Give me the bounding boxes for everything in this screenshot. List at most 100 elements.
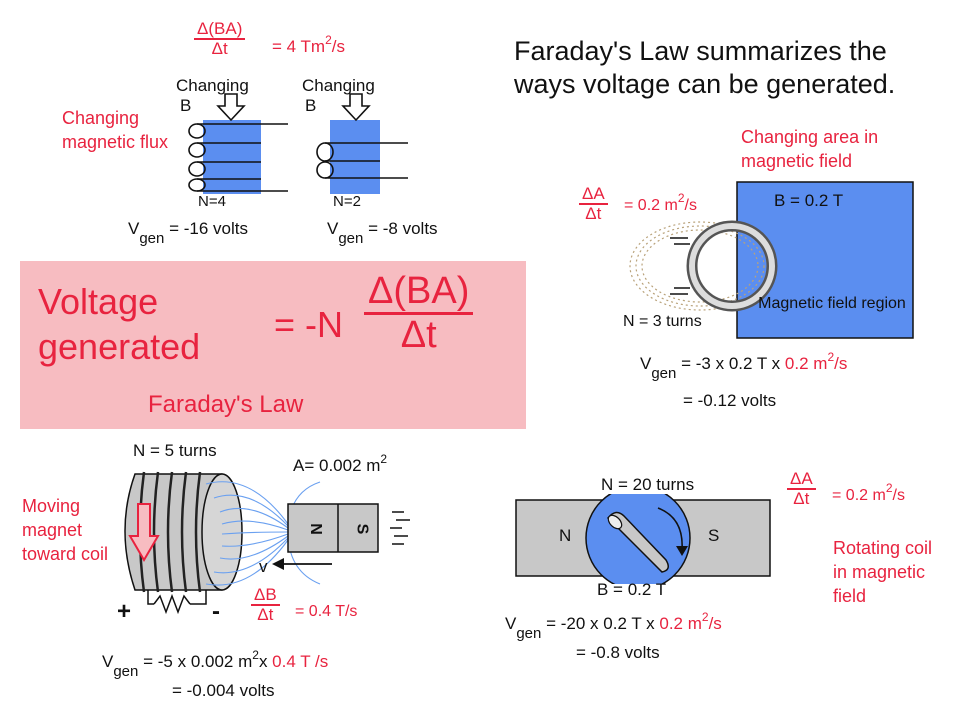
magnet-coil-area: A= 0.002 m2 [293, 452, 387, 476]
coil2-vgen-sub: gen [338, 230, 364, 247]
area-rate-denominator: Δt [585, 203, 602, 223]
velocity-arrowhead [272, 558, 284, 570]
faraday-law-box [20, 261, 526, 429]
rotating-vgen-value: = -20 x 0.2 T x [546, 614, 660, 633]
flux-rate-fraction: Δ(BA) Δt [194, 20, 246, 59]
magnet-vgen-x: x [258, 652, 273, 671]
rotating-rate-denominator: Δt [793, 488, 810, 508]
voltage-generated-label: Voltage generated [38, 281, 201, 367]
coil1-vgen-v: V [128, 219, 140, 238]
rotating-coil-diagram [515, 494, 771, 584]
bar-magnet [287, 503, 379, 553]
coil2-core [330, 120, 380, 194]
coil1-vgen-sub: gen [139, 230, 165, 247]
rotating-vgen-sub: gen [516, 625, 542, 642]
rotating-coil [606, 511, 669, 573]
rotation-arrow [657, 507, 683, 551]
area-vgen-sub: gen [651, 365, 677, 382]
flux-rate-value-text: = 4 Tm [272, 37, 326, 56]
area-coil-turns: N = 3 turns [623, 313, 702, 330]
changing-area-heading: Changing area in magnetic field [741, 127, 879, 171]
rotating-vgen: Vgen = -20 x 0.2 T x 0.2 m2/s [505, 610, 722, 642]
flux-rate-value: = 4 Tm2/s [272, 33, 345, 57]
law-fraction: Δ(BA) Δt [364, 271, 474, 357]
law-equals-minus-n: = -N [274, 304, 344, 345]
area-vgen-value: = -3 x 0.2 T x [681, 354, 785, 373]
coil1-turns: N=4 [198, 193, 226, 210]
area-b-field: B = 0.2 T [774, 191, 844, 210]
area-vgen-result: = -0.12 volts [683, 391, 777, 410]
flux-rate-value-sup: 2 [325, 33, 332, 47]
area-vgen-v: V [640, 354, 652, 373]
flux-rate-denominator: Δt [211, 38, 228, 58]
area-rate-end: /s [684, 197, 697, 214]
rotating-vgen-v: V [505, 614, 517, 633]
magnet-vgen-result: = -0.004 volts [172, 681, 275, 700]
rotating-vgen-rate: 0.2 m [659, 614, 702, 633]
circuit-leads [147, 590, 207, 615]
rotating-vgen-rate-sup: 2 [701, 610, 709, 624]
area-rate-fraction: ΔA Δt [579, 185, 608, 224]
magnet-vgen-value: = -5 x 0.002 m [143, 652, 253, 671]
law-denominator: Δt [400, 313, 437, 356]
coil2-vgen: Vgen = -8 volts [327, 219, 438, 247]
coil1-windings [188, 123, 288, 192]
magnet-coil-turns: N = 5 turns [133, 441, 217, 460]
field-rate-value: = 0.4 T/s [295, 603, 358, 620]
rotating-rate-text: = 0.2 m [832, 487, 886, 504]
magnet-coil-area-sup: 2 [380, 452, 388, 466]
rotating-rate-end: /s [892, 487, 905, 504]
coil1-vgen: Vgen = -16 volts [128, 219, 248, 247]
coil1-down-arrow [216, 93, 246, 122]
faradays-law-label: Faraday's Law [148, 391, 304, 418]
motion-lines [390, 511, 410, 545]
negative-terminal: - [212, 598, 220, 625]
changing-area-diagram [629, 181, 914, 339]
rotating-rate-sup: 2 [885, 481, 893, 495]
rotating-vgen-rate-end: /s [708, 614, 722, 633]
magnet-vgen-rate: 0.4 T /s [272, 652, 329, 671]
rotating-coil-end [607, 514, 623, 530]
coil-leads [670, 237, 690, 295]
moving-coil-highlight [689, 223, 775, 309]
coil2-turns: N=2 [333, 193, 361, 210]
flux-rate-value-end: /s [331, 37, 345, 56]
coil2-windings [316, 142, 408, 179]
area-rate-value: = 0.2 m2/s [624, 191, 697, 215]
magnet-vgen-sub: gen [113, 663, 139, 680]
rotating-coil-turns: N = 20 turns [601, 475, 695, 494]
area-rate-numerator: ΔA [579, 185, 608, 205]
rotating-coil-label: Rotating coil in magnetic field [833, 538, 933, 606]
coil2-down-arrow [341, 93, 371, 122]
flux-rate-numerator: Δ(BA) [194, 20, 246, 40]
rotating-vgen-result: = -0.8 volts [576, 643, 660, 662]
coil2-b-label: B [305, 96, 317, 115]
magnet-vgen-v: V [102, 652, 114, 671]
moving-magnet-diagram [124, 471, 410, 615]
coil1-core [203, 120, 261, 194]
magnetic-field-region-label: Magnetic field region [758, 295, 906, 312]
moving-magnet-label: Moving magnet toward coil [22, 496, 109, 564]
area-vgen-rate-end: /s [834, 354, 848, 373]
coil-end-face [201, 473, 243, 591]
coil1-b-label: B [180, 96, 192, 115]
magnet-vgen-sup: 2 [252, 648, 259, 662]
main-title: Faraday's Law summarizes the ways voltag… [514, 36, 896, 99]
law-numerator: Δ(BA) [364, 271, 474, 315]
coil2-vgen-v: V [327, 219, 339, 238]
coil-windings [138, 471, 202, 593]
flux-coils-diagram [188, 93, 408, 194]
field-rate-numerator: ΔB [251, 586, 280, 606]
rotation-arrowhead [676, 546, 688, 556]
positive-terminal: + [117, 598, 132, 625]
rotating-rate-fraction: ΔA Δt [787, 470, 816, 509]
magnet-coil-area-text: A= 0.002 m [293, 456, 381, 475]
velocity-label: v [259, 557, 268, 576]
field-rate-denominator: Δt [257, 604, 274, 624]
coil2-vgen-value: = -8 volts [368, 219, 438, 238]
area-rate-text: = 0.2 m [624, 197, 678, 214]
rotating-rate-value: = 0.2 m2/s [832, 481, 905, 505]
rotating-s-pole: S [708, 526, 720, 545]
rotating-b-field: B = 0.2 T [597, 580, 667, 599]
coil2-changing-label: Changing [302, 76, 375, 95]
